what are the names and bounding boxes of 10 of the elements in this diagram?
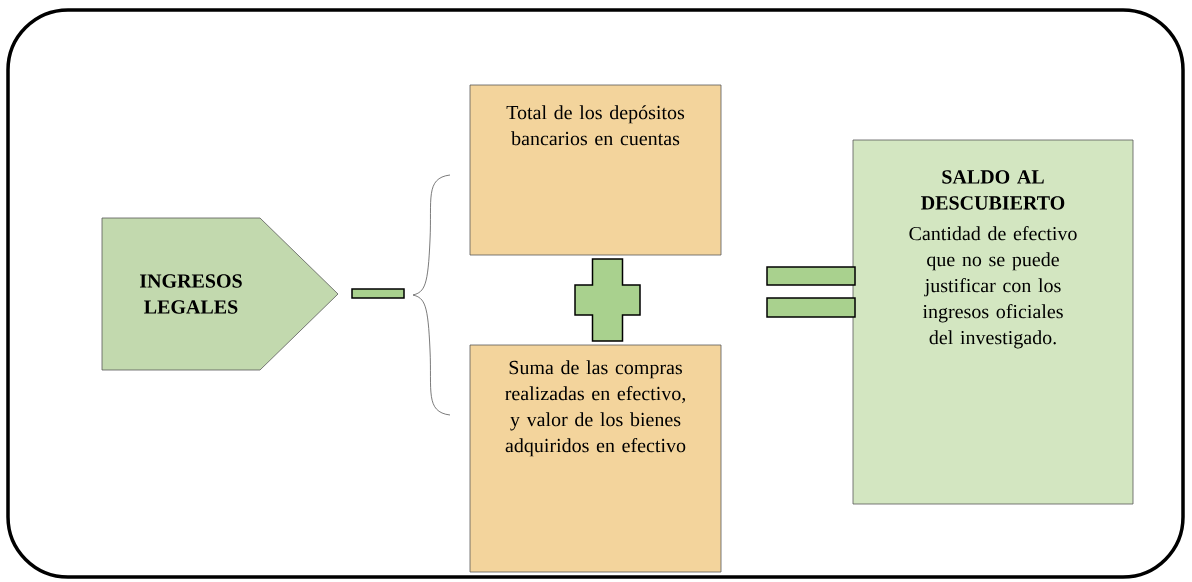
box-text: Cantidad de efectivo que no se puede justificar con los ingresos oficiales del investigado. — [909, 226, 1077, 349]
box-text: Suma de las compras realizadas en efectivo, y valor de los bienes adquiridos en efectivo — [505, 360, 686, 457]
heading: SALDO AL DESCUBIERTO — [921, 170, 1065, 210]
minus-sign — [351, 288, 405, 299]
equals-sign — [766, 266, 856, 318]
text-box — [852, 139, 1134, 505]
plus-sign — [574, 258, 641, 342]
box-text: Total de los depósitos bancarios en cuentas — [506, 105, 685, 146]
text-box — [469, 84, 722, 256]
text-box — [469, 344, 722, 573]
